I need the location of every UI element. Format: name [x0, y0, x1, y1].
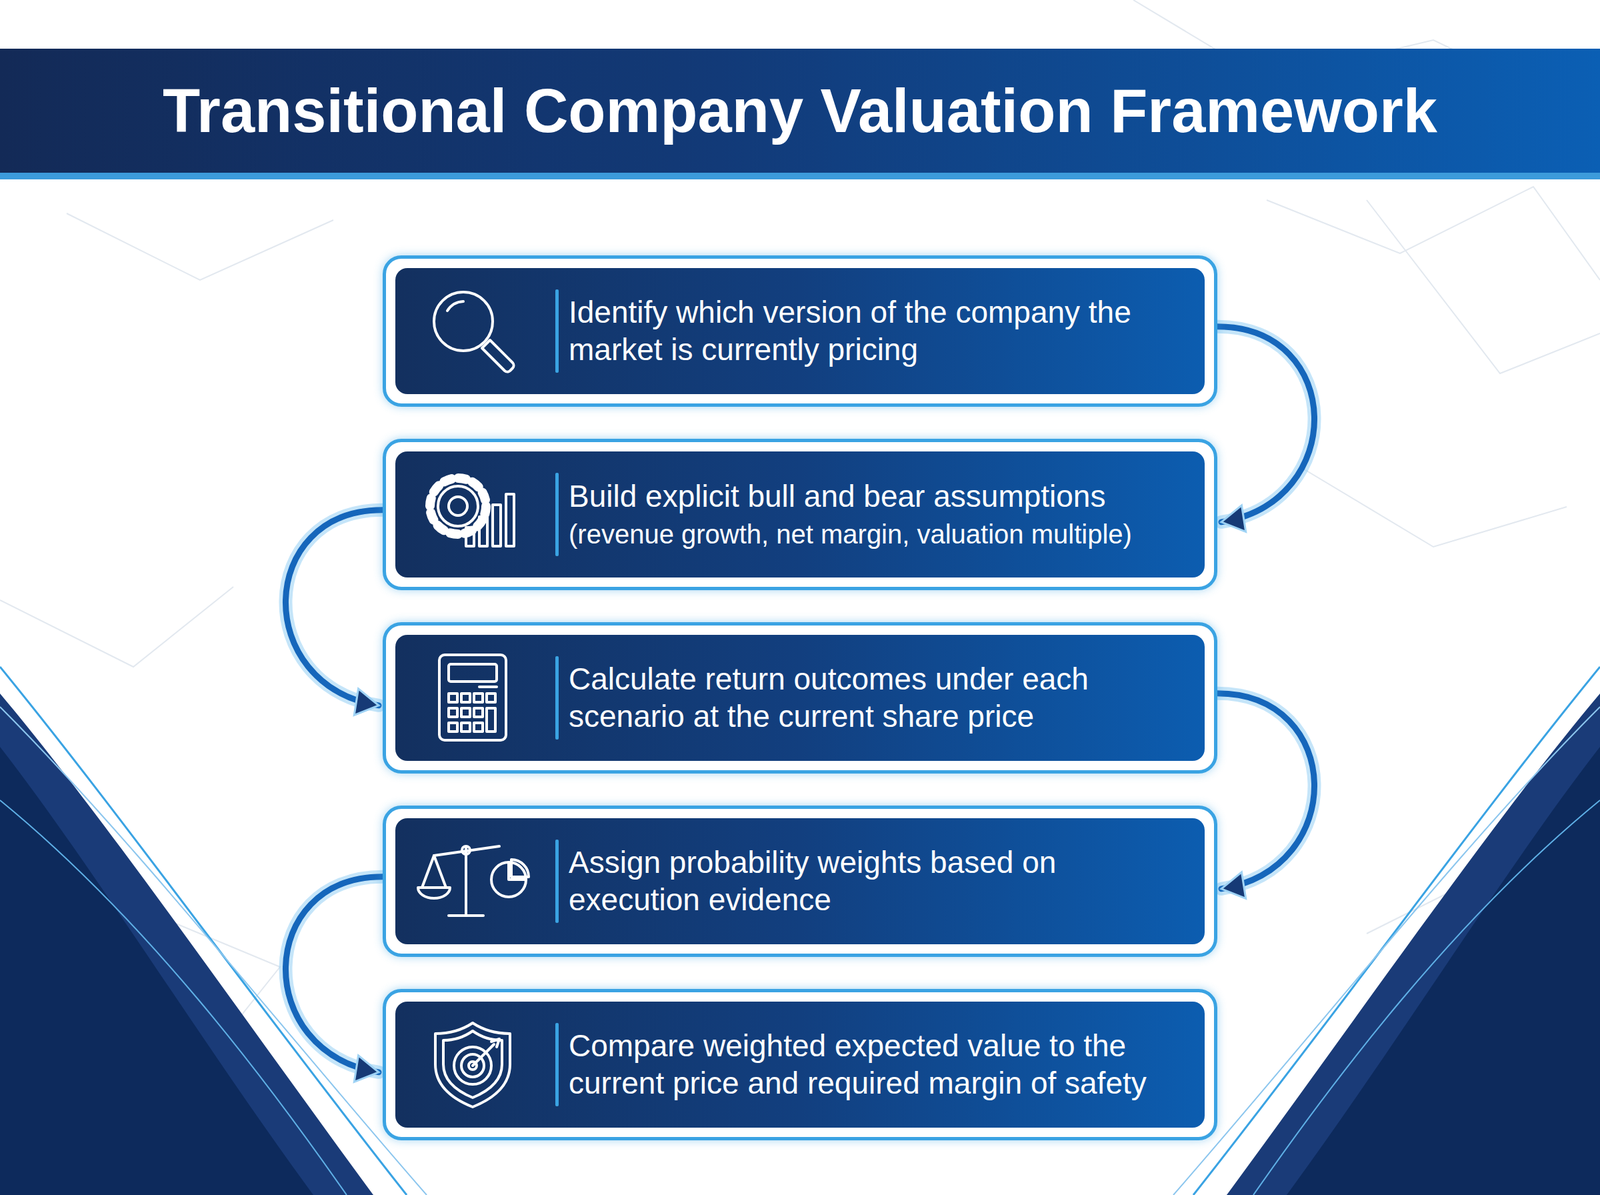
step-box: Build explicit bull and bear assumptions…: [382, 438, 1218, 590]
title: Transitional Company Valuation Framework: [162, 76, 1438, 146]
scale-pie-icon: [418, 846, 529, 916]
calculator-key: [448, 708, 458, 717]
calculator-key: [461, 693, 470, 702]
step-box: Calculate return outcomes under each sce…: [382, 622, 1218, 774]
step-box-fill: [395, 451, 1205, 578]
gear-chart-icon: [430, 478, 514, 546]
arrow-line: [285, 876, 383, 1072]
calculator-key: [486, 708, 496, 732]
curved-arrow: [1217, 693, 1315, 899]
step-box: Assign probability weights based on exec…: [382, 805, 1218, 957]
step-box-fill: [395, 268, 1205, 394]
calculator-key: [474, 693, 483, 702]
step-text: Calculate return outcomes under each sce…: [568, 660, 1190, 734]
corner-swoosh-right: [1173, 666, 1600, 1195]
step-text: Compare weighted expected value to the c…: [568, 1027, 1190, 1101]
magnifier-icon: [434, 292, 514, 372]
title-bar: Transitional Company Valuation Framework: [0, 48, 1600, 173]
divider-line: [555, 1022, 559, 1106]
corner-swoosh-left: [0, 666, 427, 1195]
arrow-glow: [1217, 326, 1315, 522]
calculator-key: [461, 722, 470, 732]
step-box-fill: [395, 1001, 1205, 1128]
arrow-head: [1221, 872, 1246, 899]
step-subtext: (revenue growth, net margin, valuation m…: [568, 517, 1190, 551]
calculator-key: [474, 722, 483, 732]
calculator-icon: [439, 654, 506, 740]
arrow-glow: [1217, 693, 1315, 889]
curved-arrow: [285, 876, 383, 1082]
calculator-key: [486, 693, 496, 702]
divider-line: [555, 656, 559, 740]
calculator-key: [461, 708, 470, 717]
faint-network-lines: [0, 0, 1600, 1067]
arrow-line: [1217, 326, 1315, 522]
divider-line: [555, 839, 559, 923]
step-text: Identify which version of the company th…: [568, 294, 1190, 368]
arrow-head: [354, 688, 379, 716]
step-box-fill: [395, 818, 1205, 944]
shield-target-icon: [435, 1022, 510, 1107]
divider-line: [555, 472, 559, 556]
arrow-head: [354, 1055, 379, 1082]
calculator-key: [448, 693, 458, 702]
curved-arrow: [285, 510, 383, 716]
step-box: Compare weighted expected value to the c…: [382, 988, 1218, 1140]
arrow-glow: [285, 876, 383, 1072]
step-text: Build explicit bull and bear assumptions: [568, 478, 1190, 515]
divider-line: [555, 289, 559, 373]
arrow-line: [1217, 693, 1315, 889]
title-underline: [0, 172, 1600, 180]
arrow-line: [285, 510, 383, 706]
arrow-glow: [285, 510, 383, 706]
step-text: Assign probability weights based on exec…: [568, 844, 1190, 918]
curved-arrow: [1217, 326, 1315, 532]
step-box-fill: [395, 634, 1205, 761]
arrow-head: [1221, 505, 1246, 532]
step-box: Identify which version of the company th…: [382, 255, 1218, 407]
calculator-key: [474, 708, 483, 717]
calculator-key: [448, 722, 458, 732]
